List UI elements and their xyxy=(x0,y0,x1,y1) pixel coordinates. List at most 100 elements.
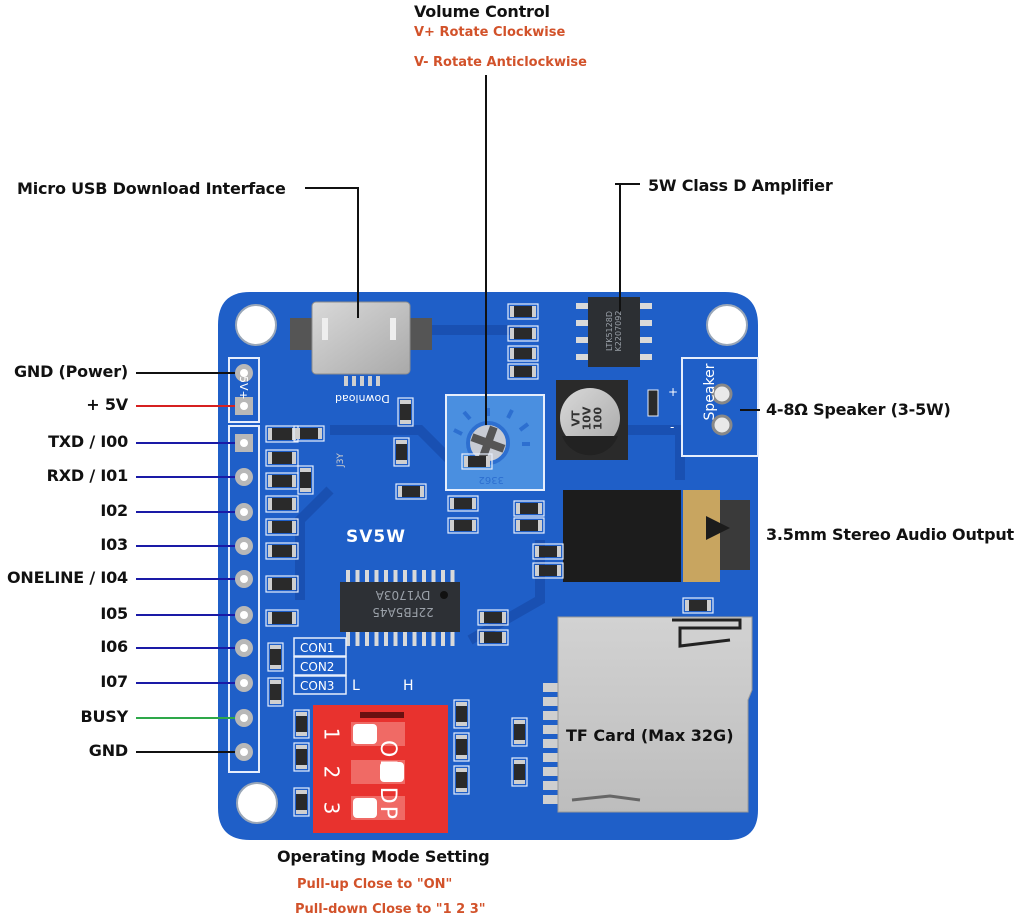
pin-label: I02 xyxy=(100,501,128,520)
smd-component xyxy=(477,629,509,646)
chip-leg xyxy=(374,570,379,582)
transistor-silk: J3Y xyxy=(335,453,346,467)
chip-leg xyxy=(355,570,360,582)
smd-component xyxy=(265,575,299,593)
tf-card-callout: TF Card (Max 32G) xyxy=(566,726,734,745)
chip-leg xyxy=(365,570,369,582)
tf-pin xyxy=(543,711,558,720)
usb-callout: Micro USB Download Interface xyxy=(17,179,286,198)
main-chip-line1: 22FB5A45 xyxy=(372,605,434,619)
smd-component xyxy=(532,562,564,579)
low-silk: L xyxy=(352,678,360,694)
chip-leg xyxy=(450,570,455,582)
board-name: SV5W xyxy=(346,527,406,547)
pin-label: I05 xyxy=(100,604,128,623)
tf-pin xyxy=(543,781,558,790)
tf-pin xyxy=(543,725,558,734)
chip-leg xyxy=(393,632,398,646)
operating-mode-title: Operating Mode Setting xyxy=(277,847,490,866)
smd-component xyxy=(293,787,310,817)
callout-lines xyxy=(305,75,760,425)
micro-usb-connector xyxy=(290,301,432,386)
chip-leg xyxy=(441,632,445,646)
pot-code: 3362 xyxy=(479,474,504,485)
smd-component xyxy=(513,500,545,517)
pin-label: ONELINE / I04 xyxy=(7,568,128,587)
volume-ccw-note: V- Rotate Anticlockwise xyxy=(414,55,587,70)
amp-chip-marking: LTK5128D K2207092 xyxy=(605,303,623,359)
tf-pin xyxy=(543,697,558,706)
smd-component xyxy=(453,732,470,762)
speaker-plus-silk: + xyxy=(668,385,679,399)
smd-component xyxy=(395,483,427,500)
smd-component xyxy=(507,303,539,320)
smd-component xyxy=(397,397,414,427)
pin-label: GND xyxy=(88,741,128,760)
chip-leg xyxy=(431,570,436,582)
con-boxes xyxy=(293,637,347,695)
dip-number: 2 xyxy=(319,765,344,779)
smd-component xyxy=(461,453,493,470)
smd-component xyxy=(265,449,299,467)
pin-label: GND (Power) xyxy=(13,362,128,381)
power-header-silk: -5V+ xyxy=(237,372,250,400)
smd-component xyxy=(265,542,299,560)
dip-number: 3 xyxy=(319,801,344,815)
chip-leg xyxy=(384,632,388,646)
pin-hole xyxy=(240,473,248,481)
con1-label: CON1 xyxy=(300,641,335,655)
amplifier-callout: 5W Class D Amplifier xyxy=(648,176,833,195)
pin-hole xyxy=(240,542,248,550)
mounting-hole xyxy=(706,304,748,346)
pin-hole xyxy=(240,439,248,447)
pin-label: + 5V xyxy=(86,395,128,414)
smd-component xyxy=(453,765,470,795)
con-labels: CON1 CON2 CON3 xyxy=(300,639,334,696)
smd-component xyxy=(507,363,539,380)
main-chip-marking: 22FB5A45 DY1703A xyxy=(358,586,448,620)
smd-component xyxy=(682,597,714,614)
chip-leg xyxy=(374,632,379,646)
chip-leg xyxy=(431,632,436,646)
smd-component xyxy=(511,717,528,747)
smd-component xyxy=(511,757,528,787)
pin-hole xyxy=(240,714,248,722)
smd-component xyxy=(267,642,284,672)
pin-hole xyxy=(240,402,248,410)
dip-knob xyxy=(353,798,377,818)
mode-pulldown-note: Pull-down Close to "1 2 3" xyxy=(295,902,486,917)
pin-hole xyxy=(240,679,248,687)
tf-pin xyxy=(543,795,558,804)
capacitor-marking: VT 10V 100 xyxy=(570,399,605,439)
speaker-terminal xyxy=(681,357,759,457)
pin-hole xyxy=(240,748,248,756)
mounting-hole xyxy=(235,304,277,346)
smd-component xyxy=(507,325,539,342)
smd-component xyxy=(393,437,410,467)
tf-pin xyxy=(543,753,558,762)
dip-label: ON DP xyxy=(375,740,400,821)
dip-knob xyxy=(380,762,404,782)
pin-hole xyxy=(240,508,248,516)
smd-capacitor xyxy=(647,389,659,417)
pin-label: I06 xyxy=(100,637,128,656)
amplifier-chip xyxy=(576,297,652,367)
smd-component xyxy=(293,709,310,739)
pin-label: I07 xyxy=(100,672,128,691)
chip-leg xyxy=(346,570,350,582)
dip-knob xyxy=(353,724,377,744)
tf-pin xyxy=(543,683,558,692)
chip-leg xyxy=(412,632,417,646)
chip-leg xyxy=(384,570,388,582)
pin-hole xyxy=(240,611,248,619)
main-chip-line2: DY1703A xyxy=(375,588,431,602)
chip-leg xyxy=(412,570,417,582)
mounting-hole xyxy=(236,782,278,824)
dip-on-label: ON xyxy=(375,740,400,778)
smd-component xyxy=(532,543,564,560)
high-silk: H xyxy=(403,678,414,694)
smd-component xyxy=(265,518,299,536)
pin-label: RXD / I01 xyxy=(46,466,129,485)
con3-label: CON3 xyxy=(300,679,335,693)
